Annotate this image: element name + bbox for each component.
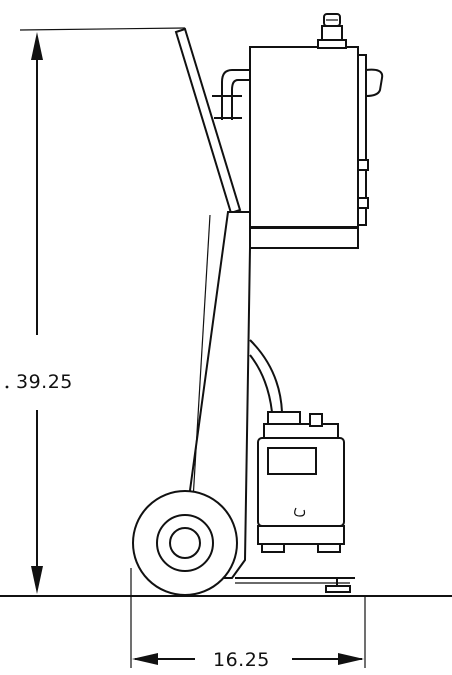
height-dimension: 39.25 [5,27,186,594]
upper-tank [249,46,359,228]
arrowhead-left [132,653,158,665]
cap-fitting [317,13,347,49]
width-label: 16.25 [213,649,270,671]
hose [249,339,283,413]
upper-shelf [249,227,359,249]
handle-bar [174,27,242,215]
arrowhead-right [338,653,364,665]
control-panel [267,447,317,475]
cart-machine [132,13,384,596]
arrowhead-bottom [31,566,43,594]
leveling-foot [325,578,351,593]
lower-unit [257,411,345,553]
width-dimension: 16.25 [130,568,366,671]
height-label: 39.25 [16,371,73,393]
wheel [132,490,238,596]
gauge-knob [365,68,384,98]
arrowhead-top [31,32,43,60]
